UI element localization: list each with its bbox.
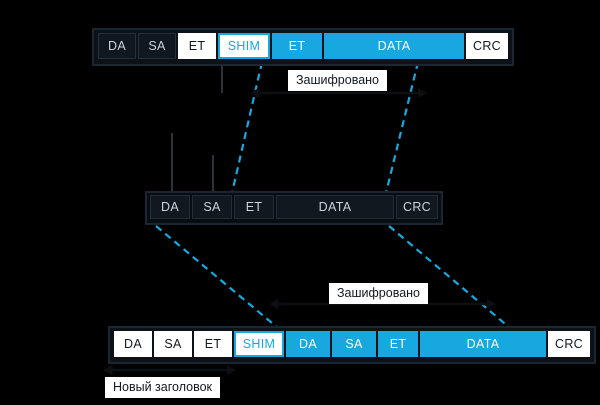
packet-cell-et: ET [234,195,274,219]
label-encrypted-bottom: Зашифровано [329,283,429,305]
packet-cell-shim: SHIM [218,33,270,59]
packet-cell-sa-outer: SA [154,331,192,357]
gray-tick-connectors [171,63,223,193]
packet-cell-data: DATA [276,195,394,219]
label-encrypted-top: Зашифровано [288,70,388,92]
packet-cell-data: DATA [420,331,546,357]
dashed-mapping-lower [155,225,511,329]
packet-cell-crc: CRC [396,195,438,219]
packet-cell-sa: SA [192,195,232,219]
packet-cell-et: ET [178,33,216,59]
dash-upper-right [384,61,420,194]
packet-cell-shim: SHIM [234,331,284,357]
packet-cell-et-inner: ET [378,331,418,357]
top-packet-row: DA SA ET SHIM ET DATA CRC [92,28,514,66]
bottom-packet-row: DA SA ET SHIM DA SA ET DATA CRC [108,326,596,364]
dash-lower-right [388,225,511,329]
middle-packet-row: DA SA ET DATA CRC [145,191,443,225]
dash-lower-left [155,225,279,329]
label-new-header: Новый заголовок [105,377,221,399]
dash-upper-left [230,61,264,194]
packet-cell-et-outer: ET [194,331,232,357]
packet-cell-sa: SA [138,33,176,59]
packet-cell-da-inner: DA [286,331,330,357]
packet-cell-crc: CRC [548,331,590,357]
packet-cell-da: DA [98,33,136,59]
packet-cell-da: DA [150,195,190,219]
packet-cell-crc: CRC [466,33,508,59]
packet-cell-sa-inner: SA [332,331,376,357]
packet-cell-da-outer: DA [114,331,152,357]
packet-cell-et-inner: ET [272,33,322,59]
packet-cell-data: DATA [324,33,464,59]
